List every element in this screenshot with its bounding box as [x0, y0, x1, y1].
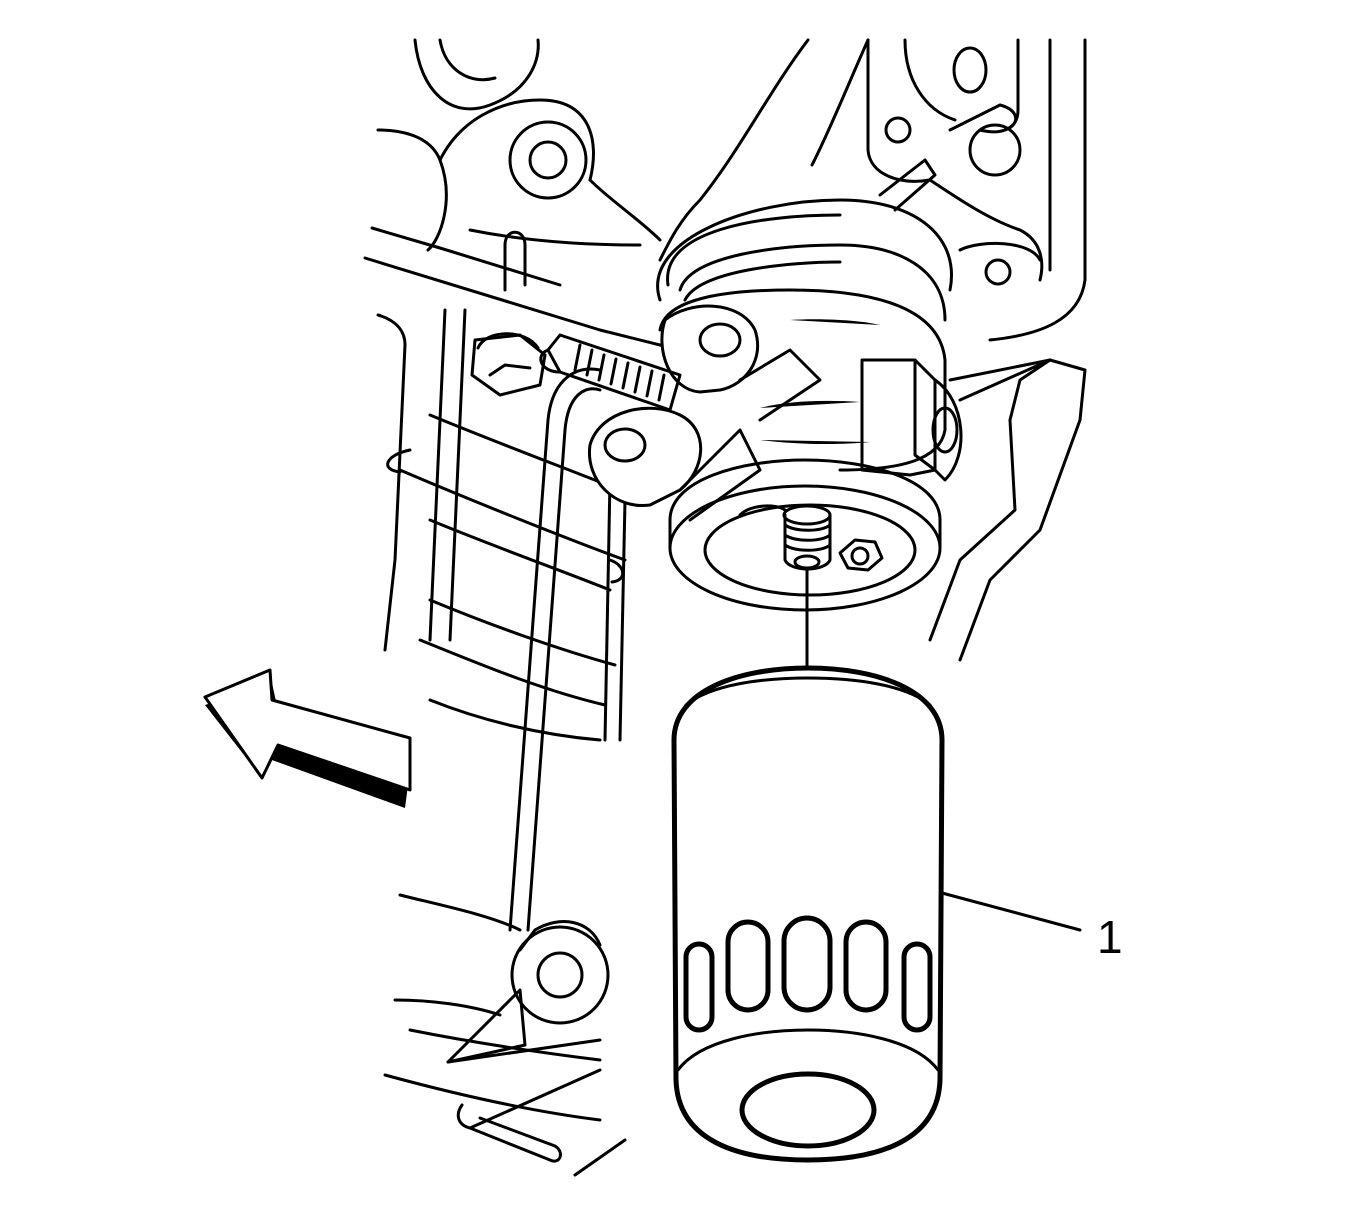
direction-arrow: [203, 668, 412, 808]
callout-label: 1: [1097, 911, 1123, 963]
oil-filter: [671, 568, 945, 1163]
oil-filter-adapter: [539, 198, 1052, 522]
callout-1: 1: [940, 891, 1123, 963]
callout-leader-line: [940, 891, 1082, 932]
engine-block-structure: [363, 38, 1087, 1177]
filter-mounting-flange: [668, 458, 942, 612]
